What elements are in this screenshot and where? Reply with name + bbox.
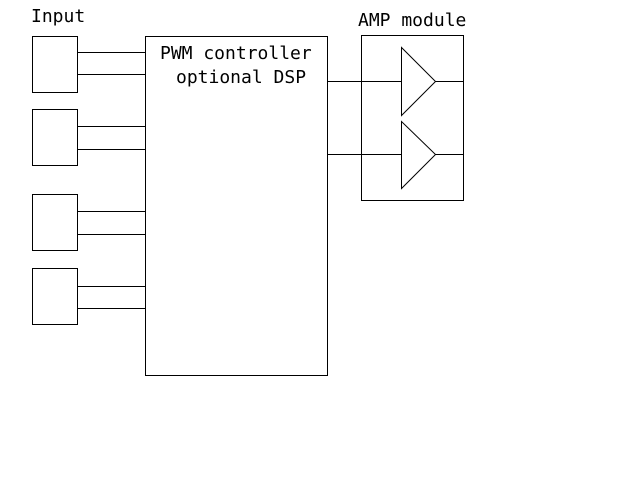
input-block [32,194,146,251]
input-block [32,109,146,166]
amplifier-triangle [401,46,437,117]
amp-module-block [361,35,464,201]
controller-subtitle: optional DSP [176,67,306,88]
input-box [32,109,78,166]
pwm-controller-block [145,36,328,376]
controller-title: PWM controller [160,43,312,64]
input-box [32,194,78,251]
amplifier-triangle [401,120,437,190]
input-box [32,36,78,93]
input-box [32,268,78,325]
amplifier [401,46,463,117]
input-label: Input [31,6,85,27]
input-block [32,268,146,325]
amplifier [401,120,463,190]
amp-module-label: AMP module [358,10,466,31]
input-block [32,36,146,93]
